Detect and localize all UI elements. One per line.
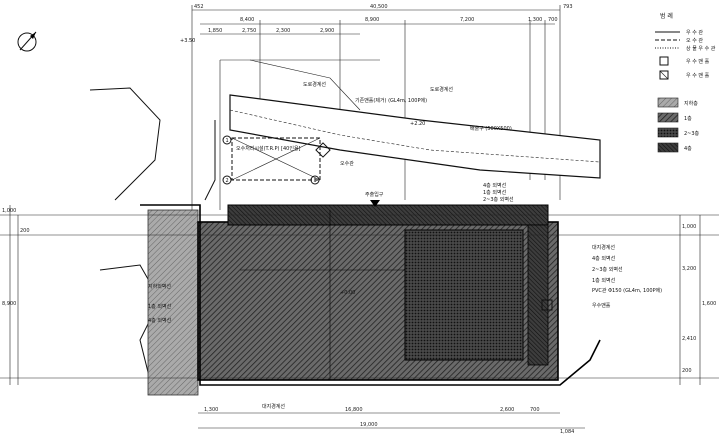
dim-right-c: 1,600 bbox=[702, 301, 716, 307]
dim-top-sub-3: 2,300 bbox=[276, 28, 290, 34]
label-road-boundary-right: 도로경계선 bbox=[430, 86, 453, 93]
dim-top-left: 452 bbox=[194, 4, 204, 10]
label-entrance: 주출입구 bbox=[365, 191, 384, 198]
dim-top-seg-3: 7,200 bbox=[460, 17, 474, 23]
basement-area bbox=[147, 209, 199, 396]
left-dimension-lines: 1,000 200 8,900 bbox=[2, 205, 30, 385]
label-floor1-line: 1층 외벽선 bbox=[483, 189, 507, 196]
dim-bottom-total-2: 1,084 bbox=[560, 429, 574, 435]
label-basement-line: 지하외벽선 bbox=[148, 283, 171, 290]
dim-bottom-2: 16,800 bbox=[345, 407, 363, 413]
bottom-dimension-lines: 1,300 16,800 2,600 700 19,000 1,084 bbox=[198, 407, 585, 435]
dim-bottom-total-1: 19,000 bbox=[360, 422, 378, 428]
legend: 범 례 우 수 관 오 수 관 상 물 우 수 관 우 수 맨 홀 우 수 맨 … bbox=[655, 12, 716, 153]
legend-symbol-4: 우 수 맨 홀 bbox=[686, 58, 710, 65]
legend-symbol-5: 우 수 맨 홀 bbox=[686, 72, 710, 79]
entrance-marker-icon bbox=[370, 200, 380, 207]
label-culvert-note: 배출구 (500X500) bbox=[470, 125, 512, 132]
label-septic-tank: 오수처리시설(T.R.P) [40인용] bbox=[236, 145, 301, 152]
label-manhole: 오수관 bbox=[340, 160, 354, 167]
dim-left-top: 1,000 bbox=[2, 208, 16, 214]
legend-manhole-icon-2 bbox=[659, 70, 669, 80]
manhole-right-icon bbox=[541, 299, 553, 311]
label-road-boundary-top: 도로경계선 bbox=[303, 81, 326, 88]
grid-circle-3 bbox=[310, 175, 320, 185]
dim-top-sub-4: 2,900 bbox=[320, 28, 334, 34]
building-footprint bbox=[197, 204, 559, 381]
dim-top-sub-1: 1,850 bbox=[208, 28, 222, 34]
label-site-boundary-bottom: 대지경계선 bbox=[262, 403, 285, 410]
legend-fill-2: 1층 bbox=[684, 115, 692, 122]
dim-top-seg-2: 8,900 bbox=[365, 17, 379, 23]
dim-top-seg-5: 700 bbox=[548, 17, 558, 23]
dim-top-sub-2: 2,750 bbox=[242, 28, 256, 34]
legend-title: 범 례 bbox=[660, 12, 673, 20]
dim-right-top: 1,000 bbox=[682, 224, 696, 230]
grid-circle-2-label: 2 bbox=[226, 178, 229, 184]
legend-fill-4: 4층 bbox=[684, 145, 692, 152]
site-boundary bbox=[0, 204, 719, 386]
legend-fill-3: 2~3층 bbox=[684, 130, 700, 137]
legend-fill-basement bbox=[657, 97, 679, 108]
label-floor23-line: 2~3층 외벽선 bbox=[483, 196, 514, 203]
label-floor1-line-right: 1층 외벽선 bbox=[592, 277, 616, 284]
dim-top-total: 40,500 bbox=[370, 4, 388, 10]
label-pipe-bottom-right: PVC관 Φ150 (GL4m, 100P에) bbox=[592, 287, 662, 294]
label-elev-2: +2.20 bbox=[410, 121, 425, 127]
legend-fill-1: 지하층 bbox=[684, 100, 698, 107]
dim-left-total: 8,900 bbox=[2, 301, 16, 307]
dim-left-sub: 200 bbox=[20, 228, 30, 234]
grid-circle-3-label: 3 bbox=[314, 178, 317, 184]
grid-circle-1-label: 1 bbox=[226, 138, 229, 144]
north-arrow-icon bbox=[17, 31, 37, 52]
legend-symbol-1: 우 수 관 bbox=[686, 29, 703, 36]
label-elev-1: +3.50 bbox=[180, 38, 195, 44]
dim-top-seg-1: 8,400 bbox=[240, 17, 254, 23]
legend-symbol-3: 상 물 우 수 관 bbox=[686, 45, 716, 52]
label-floor4-line-left: 4층 외벽선 bbox=[148, 317, 172, 324]
right-dimension-lines: 1,000 3,200 2,410 1,600 200 bbox=[679, 215, 716, 385]
dim-right-a: 3,200 bbox=[682, 266, 696, 272]
label-site-boundary-right: 대지경계선 bbox=[592, 244, 615, 251]
legend-fill-23f bbox=[657, 127, 679, 138]
road-band bbox=[219, 59, 601, 210]
legend-symbol-2: 오 수 관 bbox=[686, 37, 703, 44]
grid-circle-1 bbox=[222, 135, 232, 145]
label-floor1-line-left: 1층 외벽선 bbox=[148, 303, 172, 310]
legend-manhole-icon-1 bbox=[659, 56, 669, 66]
label-floor4-line: 4층 외벽선 bbox=[483, 182, 507, 189]
dim-bottom-3: 2,600 bbox=[500, 407, 514, 413]
dim-top-right: 793 bbox=[563, 4, 573, 10]
label-manhole-note: 기존맨홀(제거) (GL4m, 100P에) bbox=[355, 97, 427, 104]
dim-right-b: 2,410 bbox=[682, 336, 696, 342]
dim-bottom-1: 1,300 bbox=[204, 407, 218, 413]
septic-tank bbox=[231, 137, 331, 181]
label-manhole-right: 우수맨홀 bbox=[592, 302, 611, 309]
label-floor23-line-right: 2~3층 외벽선 bbox=[592, 266, 623, 273]
label-level-note: +0.00 bbox=[340, 290, 355, 296]
dim-top-seg-4: 1,300 bbox=[528, 17, 542, 23]
grid-circle-2 bbox=[222, 175, 232, 185]
dim-right-d: 200 bbox=[682, 368, 692, 374]
legend-fill-4f bbox=[657, 142, 679, 153]
dim-bottom-4: 700 bbox=[530, 407, 540, 413]
annotations: 도로경계선 도로경계선 기존맨홀(제거) (GL4m, 100P에) 배출구 (… bbox=[148, 38, 662, 410]
label-floor4-line-right: 4층 외벽선 bbox=[592, 255, 616, 262]
legend-fill-1f bbox=[657, 112, 679, 123]
